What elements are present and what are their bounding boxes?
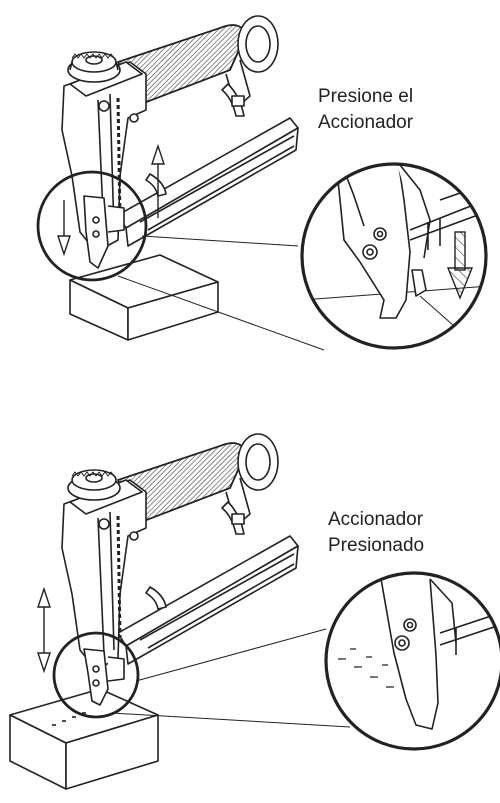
nailer-illustration-pressed: [9, 433, 500, 790]
step-actuator-pressed-panel: Accionador Presionado: [0, 403, 500, 803]
trigger: [221, 501, 245, 535]
magnified-detail: [324, 571, 500, 751]
exhaust-knob: [67, 51, 121, 83]
caption-line-1: Presione el: [318, 86, 414, 107]
down-arrow-icon: [57, 200, 71, 257]
hatched-grip: [117, 442, 247, 525]
caption-line-2: Accionador: [318, 112, 414, 133]
hatched-grip: [117, 24, 247, 107]
detail-circle-small: [36, 170, 148, 282]
caption-actuator-pressed: Accionador Presionado: [328, 507, 424, 559]
caption-line-1: Accionador: [328, 509, 424, 530]
wood-block: [69, 254, 219, 341]
detail-circle-small: [52, 631, 140, 719]
magazine-rail: [117, 535, 299, 665]
nose-actuator: [83, 648, 125, 706]
up-down-arrow-icon: [37, 586, 51, 674]
nailer-illustration: [36, 15, 488, 351]
trigger: [221, 83, 245, 117]
magazine-rail: [117, 117, 299, 247]
caption-line-2: Presionado: [328, 535, 425, 556]
wood-block: [9, 688, 159, 790]
down-arrow-large-icon: [446, 231, 474, 300]
caption-press-actuator: Presione el Accionador: [318, 84, 413, 136]
magnified-detail: [300, 162, 488, 350]
nose-actuator: [83, 195, 125, 269]
step-press-actuator-panel: Presione el Accionador: [0, 0, 500, 400]
up-arrow-icon: [151, 143, 165, 218]
exhaust-knob: [67, 469, 121, 501]
